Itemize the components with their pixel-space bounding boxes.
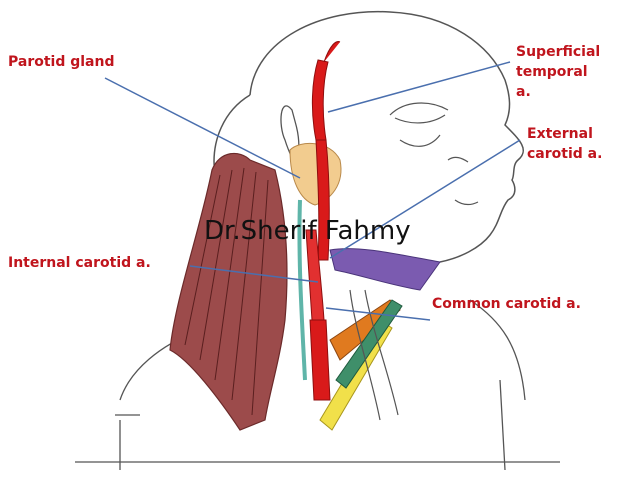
pointer-lines — [104, 61, 521, 321]
external-carotid-artery — [315, 139, 330, 261]
purple-muscle — [329, 248, 441, 291]
parotid-gland — [289, 142, 342, 206]
trachea-sketch — [349, 289, 399, 421]
jugular-vein — [297, 199, 307, 381]
nose-mouth-sketch — [447, 156, 479, 206]
pointer-superficial-temporal — [327, 61, 511, 113]
label-superficial-temporal: Superficial temporal a. — [516, 44, 601, 100]
muscle-striations — [184, 167, 269, 416]
author-watermark: Dr.Sherif Fahmy — [204, 216, 411, 246]
label-external-carotid: External carotid a. — [527, 126, 603, 162]
common-carotid-artery — [309, 319, 331, 401]
shoulder-outline — [75, 299, 560, 471]
label-internal-carotid: Internal carotid a. — [8, 255, 151, 271]
superficial-temporal-artery — [311, 41, 341, 141]
pointer-parotid — [104, 77, 301, 179]
pointer-internal-carotid — [189, 265, 319, 283]
posterior-neck-muscles — [169, 152, 288, 431]
label-common-carotid: Common carotid a. — [432, 296, 581, 312]
pointer-common-carotid — [325, 307, 431, 321]
label-parotid-gland: Parotid gland — [8, 54, 115, 70]
pointer-external-carotid — [329, 139, 521, 259]
eye-sketch — [389, 102, 449, 147]
